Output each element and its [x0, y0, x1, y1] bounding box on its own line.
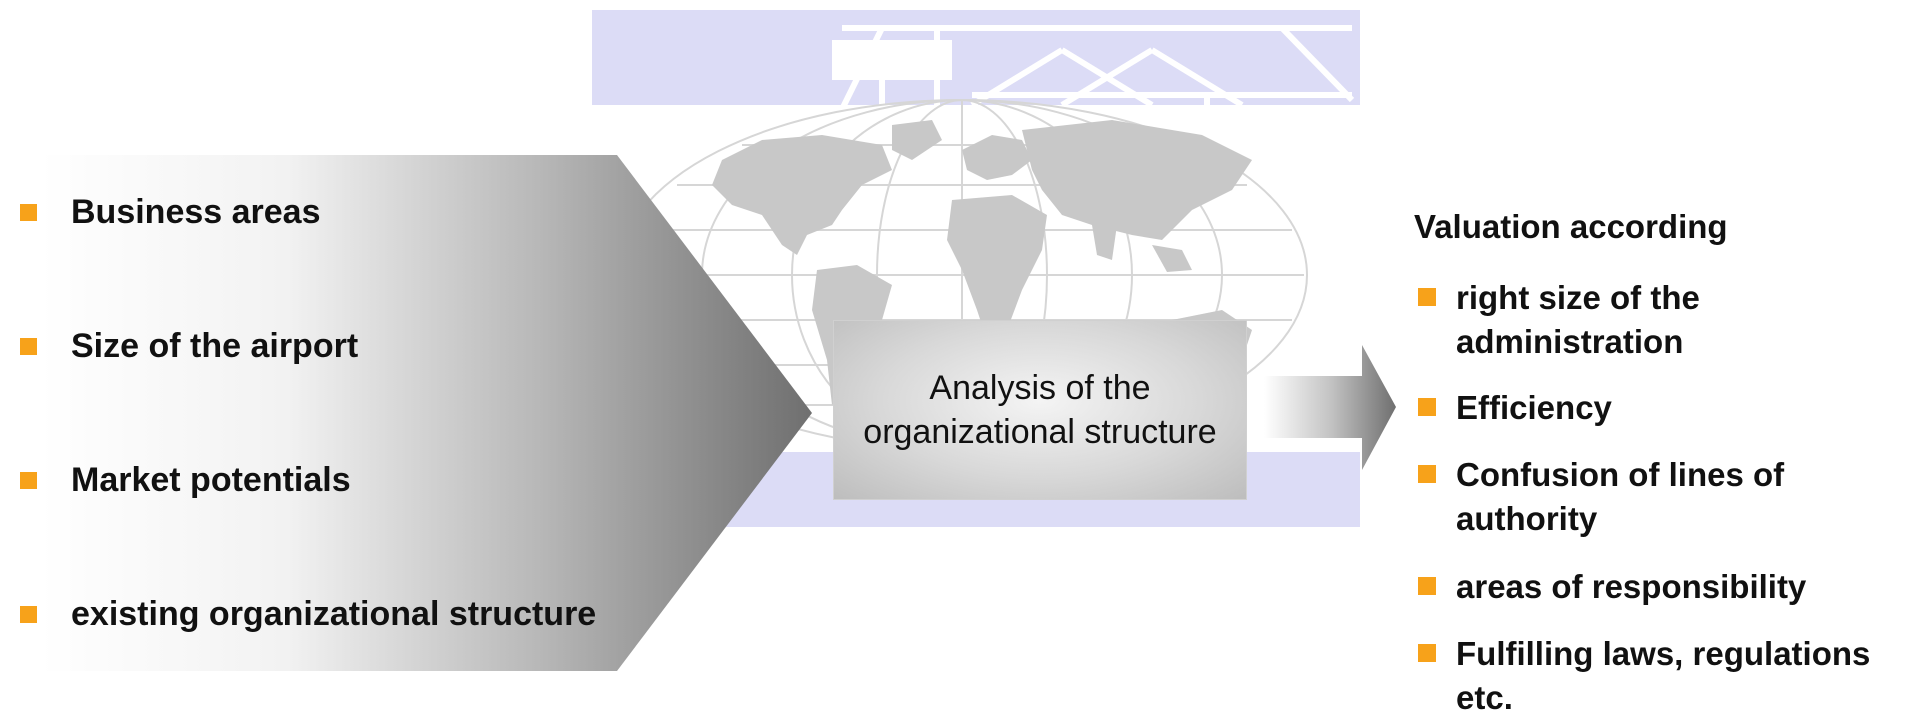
valuation-heading: Valuation according — [1414, 208, 1728, 245]
bullet-icon — [20, 337, 37, 355]
bullet-icon — [1418, 398, 1436, 416]
bullet-icon — [1418, 288, 1436, 306]
valuation-item-text: right size of the administration — [1456, 276, 1700, 364]
valuation-item-text: Fulfilling laws, regulations etc. — [1456, 632, 1870, 720]
left-item-existing-structure: existing organizational structure — [20, 594, 596, 634]
left-item-airport-size: Size of the airport — [20, 326, 358, 366]
left-item-label: Market potentials — [71, 460, 351, 499]
valuation-item-line: administration — [1456, 323, 1684, 360]
input-chevron-arrow — [40, 155, 812, 671]
bullet-icon — [20, 605, 37, 623]
valuation-item-line: Fulfilling laws, regulations — [1456, 635, 1871, 672]
bullet-icon — [1418, 465, 1436, 483]
valuation-item-confusion: Confusion of lines of authority — [1418, 453, 1784, 541]
valuation-item-line: right size of the — [1456, 279, 1700, 316]
valuation-item-efficiency: Efficiency — [1418, 386, 1612, 430]
left-item-business-areas: Business areas — [20, 192, 321, 232]
bullet-icon — [20, 203, 37, 221]
output-arrow — [1264, 345, 1396, 470]
left-item-label: existing organizational structure — [71, 594, 597, 633]
valuation-item-text: Efficiency — [1456, 389, 1612, 426]
valuation-item-text: Confusion of lines of authority — [1456, 453, 1784, 541]
analysis-box-line-1: Analysis of the — [929, 369, 1151, 407]
valuation-item-line: etc. — [1456, 679, 1513, 716]
analysis-box: Analysis of the organizational structure — [833, 320, 1247, 500]
left-item-label: Size of the airport — [71, 326, 359, 365]
analysis-box-text: Analysis of the organizational structure — [863, 366, 1216, 454]
valuation-item-text: areas of responsibility — [1456, 568, 1807, 605]
left-item-label: Business areas — [71, 192, 321, 231]
bullet-icon — [20, 471, 37, 489]
valuation-item-line: authority — [1456, 500, 1598, 537]
bullet-icon — [1418, 577, 1436, 595]
analysis-box-line-2: organizational structure — [863, 413, 1217, 451]
valuation-item-right-size: right size of the administration — [1418, 276, 1700, 364]
valuation-item-line: Confusion of lines of — [1456, 456, 1785, 493]
valuation-item-responsibility: areas of responsibility — [1418, 565, 1806, 609]
bullet-icon — [1418, 644, 1436, 662]
valuation-item-laws: Fulfilling laws, regulations etc. — [1418, 632, 1870, 720]
left-item-market-potentials: Market potentials — [20, 460, 351, 500]
